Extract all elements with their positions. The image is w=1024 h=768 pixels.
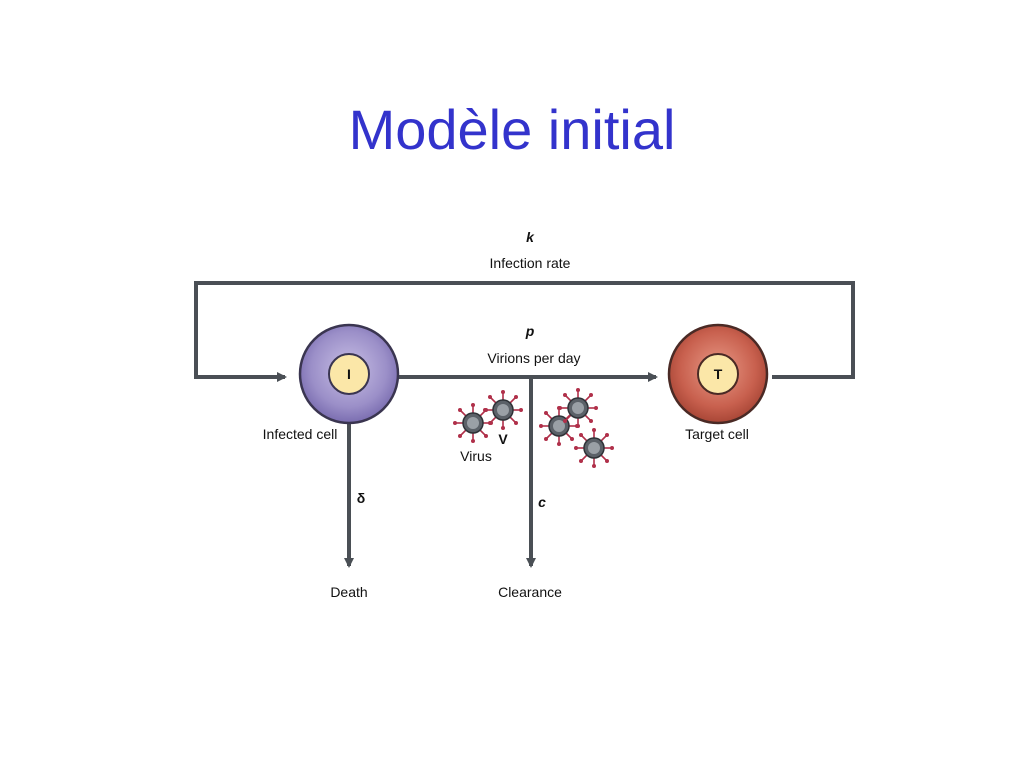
death-symbol: δ — [357, 490, 366, 506]
virion-icon — [573, 427, 615, 469]
production-label: Virions per day — [487, 350, 580, 366]
target-cell-label: Target cell — [685, 426, 749, 442]
virus-letter: V — [498, 431, 508, 447]
infected-cell-label: Infected cell — [263, 426, 338, 442]
clearance-label: Clearance — [498, 584, 562, 600]
virus-label: Virus — [460, 448, 492, 464]
virion-icon — [557, 387, 599, 429]
clearance-symbol: c — [538, 494, 546, 510]
virion-icon — [482, 389, 524, 431]
slide-title: Modèle initial — [348, 98, 676, 161]
target-cell-letter: T — [714, 366, 723, 382]
infected-cell: I — [298, 323, 400, 425]
infection-loop-arrow — [194, 281, 855, 382]
target-cell: T — [667, 323, 769, 425]
infected-cell-letter: I — [347, 366, 351, 382]
infection-symbol: k — [526, 229, 535, 245]
production-symbol: p — [525, 323, 535, 339]
infection-label: Infection rate — [490, 255, 571, 271]
virion-icon — [452, 402, 494, 444]
death-label: Death — [330, 584, 367, 600]
